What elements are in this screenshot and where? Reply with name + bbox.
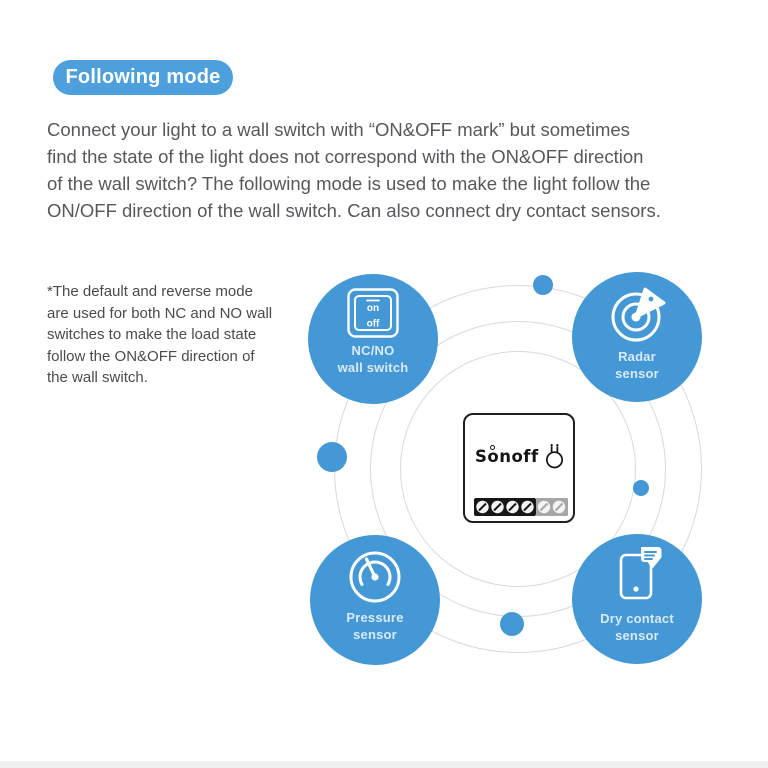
wall-switch-icon: on off bbox=[347, 288, 399, 338]
node-pressure-sensor: Pressure sensor bbox=[310, 535, 440, 665]
orbit-dot bbox=[317, 442, 347, 472]
footnote-line: are used for both NC and NO wall bbox=[47, 304, 273, 322]
badge-label: Following mode bbox=[65, 66, 221, 88]
node-dry-contact-sensor: Dry contact sensor bbox=[572, 534, 702, 664]
node-nc-no-wall-switch: on off NC/NO wall switch bbox=[308, 274, 438, 404]
intro-line: find the state of the light does not cor… bbox=[47, 146, 644, 167]
orbit-ring-inner bbox=[400, 351, 636, 587]
svg-text:off: off bbox=[367, 319, 380, 330]
node-radar-sensor: Radar sensor bbox=[572, 272, 702, 402]
device-logo-row: Sonoff bbox=[475, 441, 565, 471]
footnote-line: *The default and reverse mode bbox=[47, 283, 253, 300]
intro-line: ON/OFF direction of the wall switch. Can… bbox=[47, 200, 661, 221]
orbit-dot bbox=[533, 275, 553, 295]
pressure-gauge-icon bbox=[349, 551, 401, 603]
node-label: Radar sensor bbox=[615, 349, 659, 381]
footnote-line: the wall switch. bbox=[47, 369, 148, 386]
footnote-line: switches to make the load state bbox=[47, 326, 257, 343]
node-label: Pressure sensor bbox=[346, 610, 404, 642]
footnote-line: follow the ON&OFF direction of bbox=[47, 347, 255, 365]
following-mode-badge: Following mode bbox=[53, 60, 233, 95]
svg-text:on: on bbox=[367, 303, 379, 314]
orbit-dot bbox=[500, 612, 524, 636]
dry-contact-icon bbox=[619, 547, 662, 600]
terminal-block bbox=[474, 498, 568, 516]
intro-paragraph: Connect your light to a wall switch with… bbox=[47, 116, 661, 224]
radar-icon bbox=[611, 287, 666, 342]
intro-line: of the wall switch? The following mode i… bbox=[47, 173, 651, 194]
node-label: Dry contact sensor bbox=[600, 611, 674, 643]
footer-strip bbox=[0, 761, 768, 768]
bulb-icon bbox=[546, 443, 563, 469]
sonoff-device: Sonoff bbox=[463, 413, 575, 523]
sonoff-logo: Sonoff bbox=[475, 444, 539, 466]
intro-line: Connect your light to a wall switch with… bbox=[47, 119, 630, 140]
orbit-dot bbox=[633, 480, 649, 496]
footnote: *The default and reverse mode are used f… bbox=[47, 281, 272, 389]
node-label: NC/NO wall switch bbox=[337, 343, 409, 375]
logo-dot bbox=[490, 444, 495, 450]
